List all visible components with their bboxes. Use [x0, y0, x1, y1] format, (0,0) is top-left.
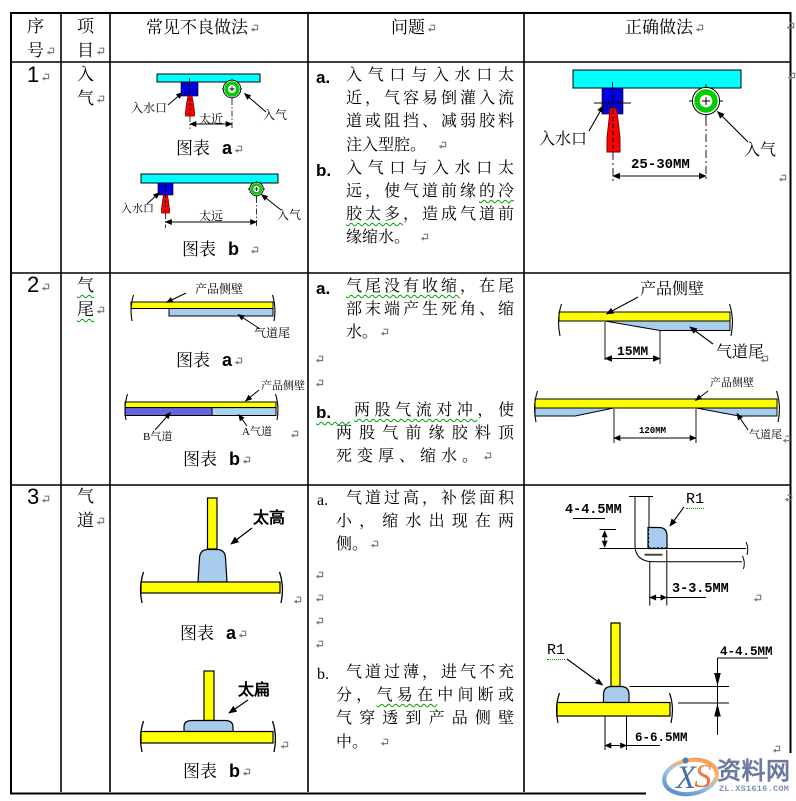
svg-text:S: S	[695, 758, 712, 795]
svg-text:X: X	[674, 760, 698, 796]
